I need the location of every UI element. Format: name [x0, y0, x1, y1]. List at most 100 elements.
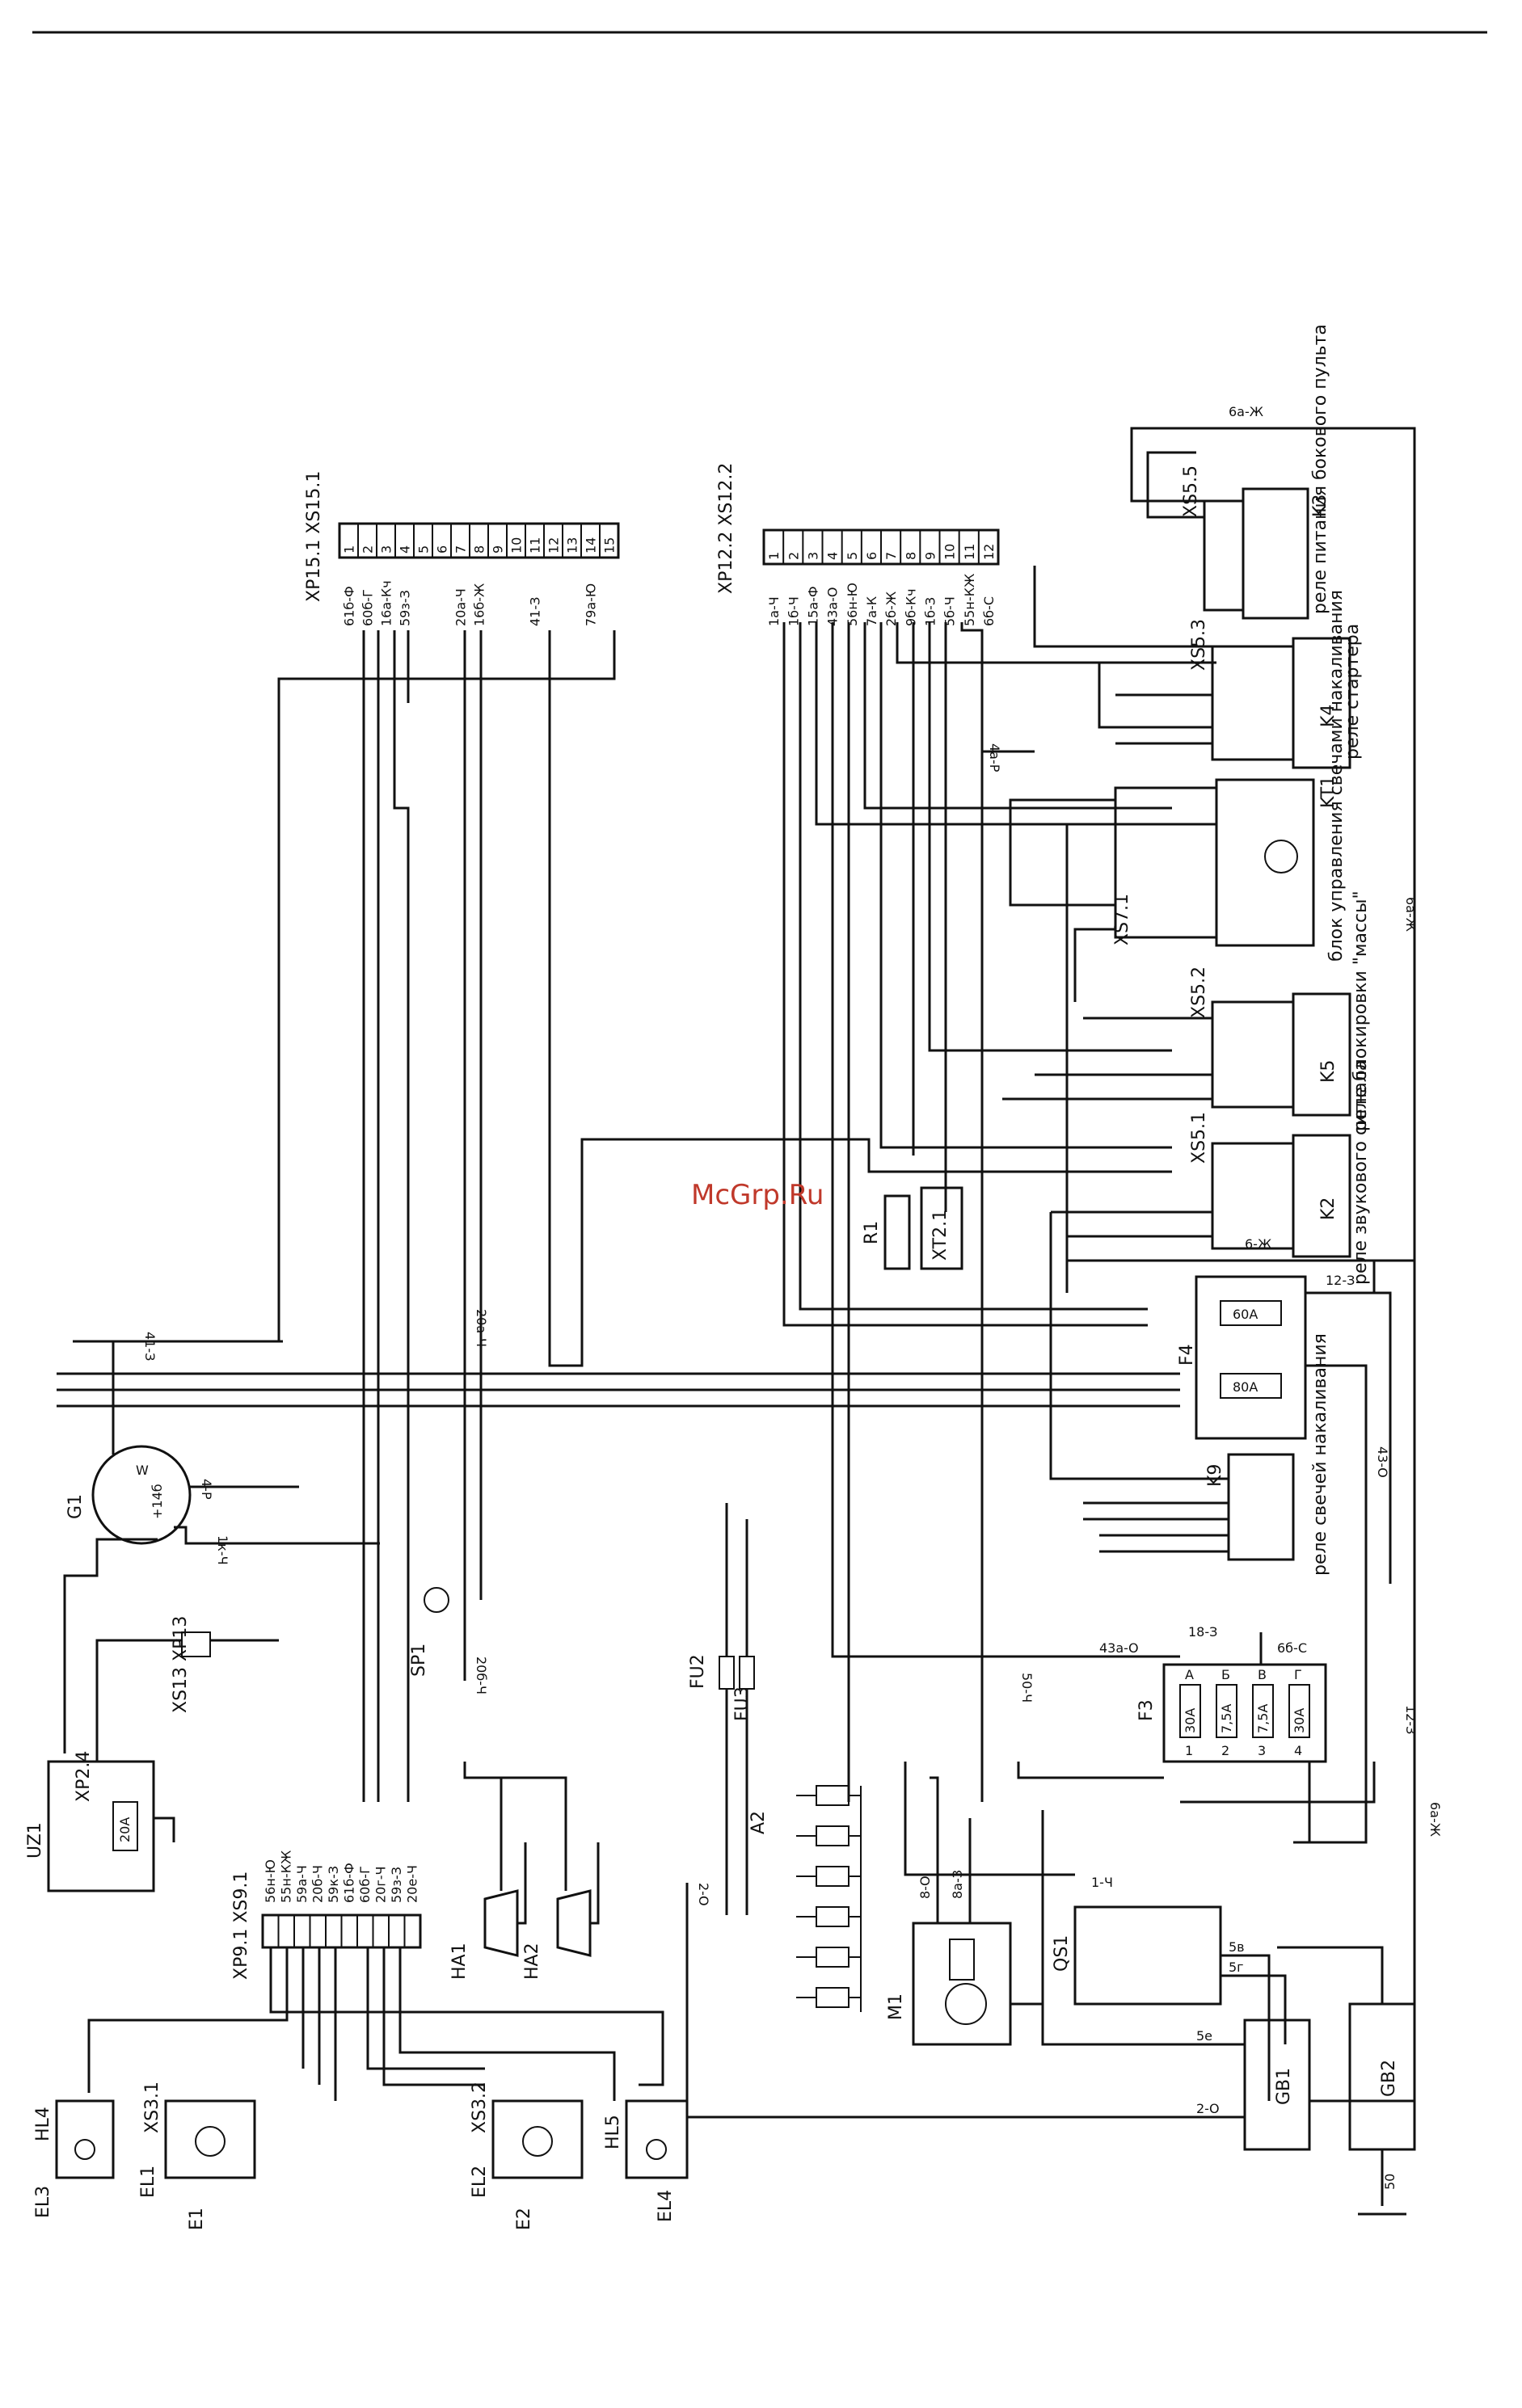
k3-connector: XS5.5	[1181, 465, 1201, 517]
xp15-pin-number: 13	[565, 537, 580, 554]
wire-50ch: 50-Ч	[1019, 1673, 1035, 1703]
ha2-label: HA2	[522, 1943, 542, 1980]
g1-wire-4r: 4-Р	[199, 1479, 214, 1500]
f3-fuse-rating: 30А	[1292, 1708, 1307, 1733]
f3-fuse	[1216, 1684, 1237, 1738]
xp9-wire-label: 20г-Ч	[373, 1866, 388, 1903]
xp12-wire-label: 6б-С	[981, 596, 997, 626]
horn-ha1	[483, 1889, 519, 1957]
wire-8az: 8а-З	[950, 1870, 965, 1899]
r1-label: R1	[862, 1221, 882, 1244]
xp12-wire-label: 43а-О	[825, 587, 841, 626]
xp9-wire-label: 59з-З	[389, 1867, 404, 1903]
k9-id: K9	[1205, 1464, 1225, 1487]
xp15-pin-number: 15	[602, 537, 618, 554]
xp15-pin-number: 9	[491, 545, 506, 554]
wire-2o-center: 2-О	[696, 1883, 711, 1906]
xp12-pin-number: 3	[805, 552, 820, 560]
hl5-label: HL5	[603, 2115, 623, 2149]
f3-fuse-index: 2	[1221, 1743, 1229, 1758]
xp12-name: XP12.2 XS12.2	[716, 463, 736, 594]
xp12-pin-number: 8	[903, 552, 918, 560]
xp24-label: XP2.4	[74, 1751, 94, 1802]
k3-wire-6a: 6а-Ж	[1229, 404, 1263, 419]
fu3-label: FU3	[732, 1686, 753, 1721]
glow-plug	[816, 1825, 850, 1846]
xp15-pin-number: 5	[416, 545, 432, 554]
xp15-wire-label: 60б-Г	[360, 589, 376, 626]
xs31-label: XS3.1	[142, 2082, 162, 2133]
xp9-wire-label: 56н-Ю	[263, 1859, 278, 1903]
el2-label: EL2	[470, 2166, 490, 2198]
k5-id: K5	[1318, 1060, 1339, 1083]
f4-rating-60: 60А	[1233, 1307, 1258, 1322]
resistor-r1: R1 XT2.1	[862, 1186, 963, 1270]
g1-label: G1	[65, 1494, 86, 1519]
xp12-pin-number: 1	[766, 552, 782, 560]
xp15-wire-label: 61б-Ф	[342, 586, 357, 626]
gb1-label: GB1	[1274, 2068, 1294, 2105]
f3-fuse-index: 4	[1294, 1743, 1302, 1758]
xp9-wire-label: 61б-Ф	[341, 1863, 356, 1903]
glow-plug	[816, 1987, 850, 2008]
xp15-pin-number: 8	[472, 545, 487, 554]
k5-connector: XS5.2	[1189, 966, 1209, 1018]
switch-sp1: SP1	[409, 1584, 466, 1681]
f3-fuse-rating: 30А	[1183, 1708, 1198, 1733]
xp9-name: XP9.1 XS9.1	[231, 1871, 251, 1980]
xp9-wire-label: 55н-КЖ	[278, 1850, 293, 1903]
k2-connector: XS5.1	[1189, 1112, 1209, 1164]
xp15-pin-number: 6	[435, 545, 450, 554]
glow-plugs-a2: A2	[748, 1785, 862, 2012]
f3-fuse	[1179, 1684, 1201, 1738]
xp9-wire-label: 20б-Ч	[310, 1865, 325, 1903]
xp12-wire-label: 5б-Ч	[942, 596, 958, 626]
kt1-connector: XS7.1	[1112, 894, 1132, 945]
f3-fuse-rating: 7,5А	[1255, 1704, 1271, 1733]
g1-term-14b: +14б	[150, 1484, 165, 1519]
xp12-pin-number: 5	[845, 552, 860, 560]
xp12-pin-number: 4	[825, 552, 841, 560]
xp15-wire-label: 16а-Кч	[379, 580, 394, 626]
starter-m1: M1	[886, 1776, 1044, 2046]
gb2-wire-50: 50	[1382, 2174, 1398, 2190]
relay-k4: XS5.3 K4 реле стартера	[1098, 619, 1363, 769]
fuses-fu: FU2 FU3	[688, 1503, 755, 1915]
wire-5v: 5в	[1229, 1939, 1245, 1955]
right-side-wires: 6а-Ж 12-З 43-О 6а-Ж 50-Ч 4а-Р 20а-Ч 20б-…	[474, 566, 1443, 2116]
switch-qs1: QS1	[1052, 1905, 1287, 2101]
wire-6azh-right: 6а-Ж	[1403, 897, 1419, 932]
xp15-name: XP15.1 XS15.1	[304, 471, 324, 602]
f3-fuse-letter: А	[1185, 1667, 1194, 1682]
xp15-pin-number: 14	[584, 537, 599, 554]
xp12-wire-label: 55н-КЖ	[962, 574, 977, 626]
hl4-label: HL4	[33, 2107, 53, 2141]
xp12-pin-number: 11	[962, 544, 977, 560]
xp15-pin-number: 12	[546, 537, 562, 554]
xp15-wire-label: 41-З	[528, 597, 543, 626]
headlamps: EL1 E1 XS3.1 EL2 E2 XS3.2 EL3 HL4 EL4 HL…	[33, 2082, 689, 2230]
a2-label: A2	[748, 1811, 769, 1834]
relay-k9: K9 реле свечей накаливания	[1049, 1212, 1330, 1576]
glow-control-kt1: KT1 блок управления свечами накаливания …	[1009, 590, 1347, 1002]
f4-rating-80: 80А	[1233, 1379, 1258, 1395]
xp9-wire-label: 20е-Ч	[404, 1865, 419, 1903]
xp12-vertical-wires	[782, 622, 1216, 1802]
wire-43ao: 43а-О	[1099, 1640, 1139, 1656]
xp15-wire-label: 59з-З	[398, 590, 413, 626]
lamp-el3	[55, 2099, 115, 2179]
k2-caption: реле звукового сигнала	[1351, 1060, 1371, 1285]
xp12-wire-label: 15а-Ф	[805, 586, 820, 626]
k5-caption: реле блокировки "массы"	[1351, 890, 1371, 1131]
lamp-el1	[164, 2099, 256, 2179]
xs13-label: XS13 XP13	[171, 1616, 191, 1713]
battery-gb2: GB2 50	[1277, 1946, 1416, 2216]
